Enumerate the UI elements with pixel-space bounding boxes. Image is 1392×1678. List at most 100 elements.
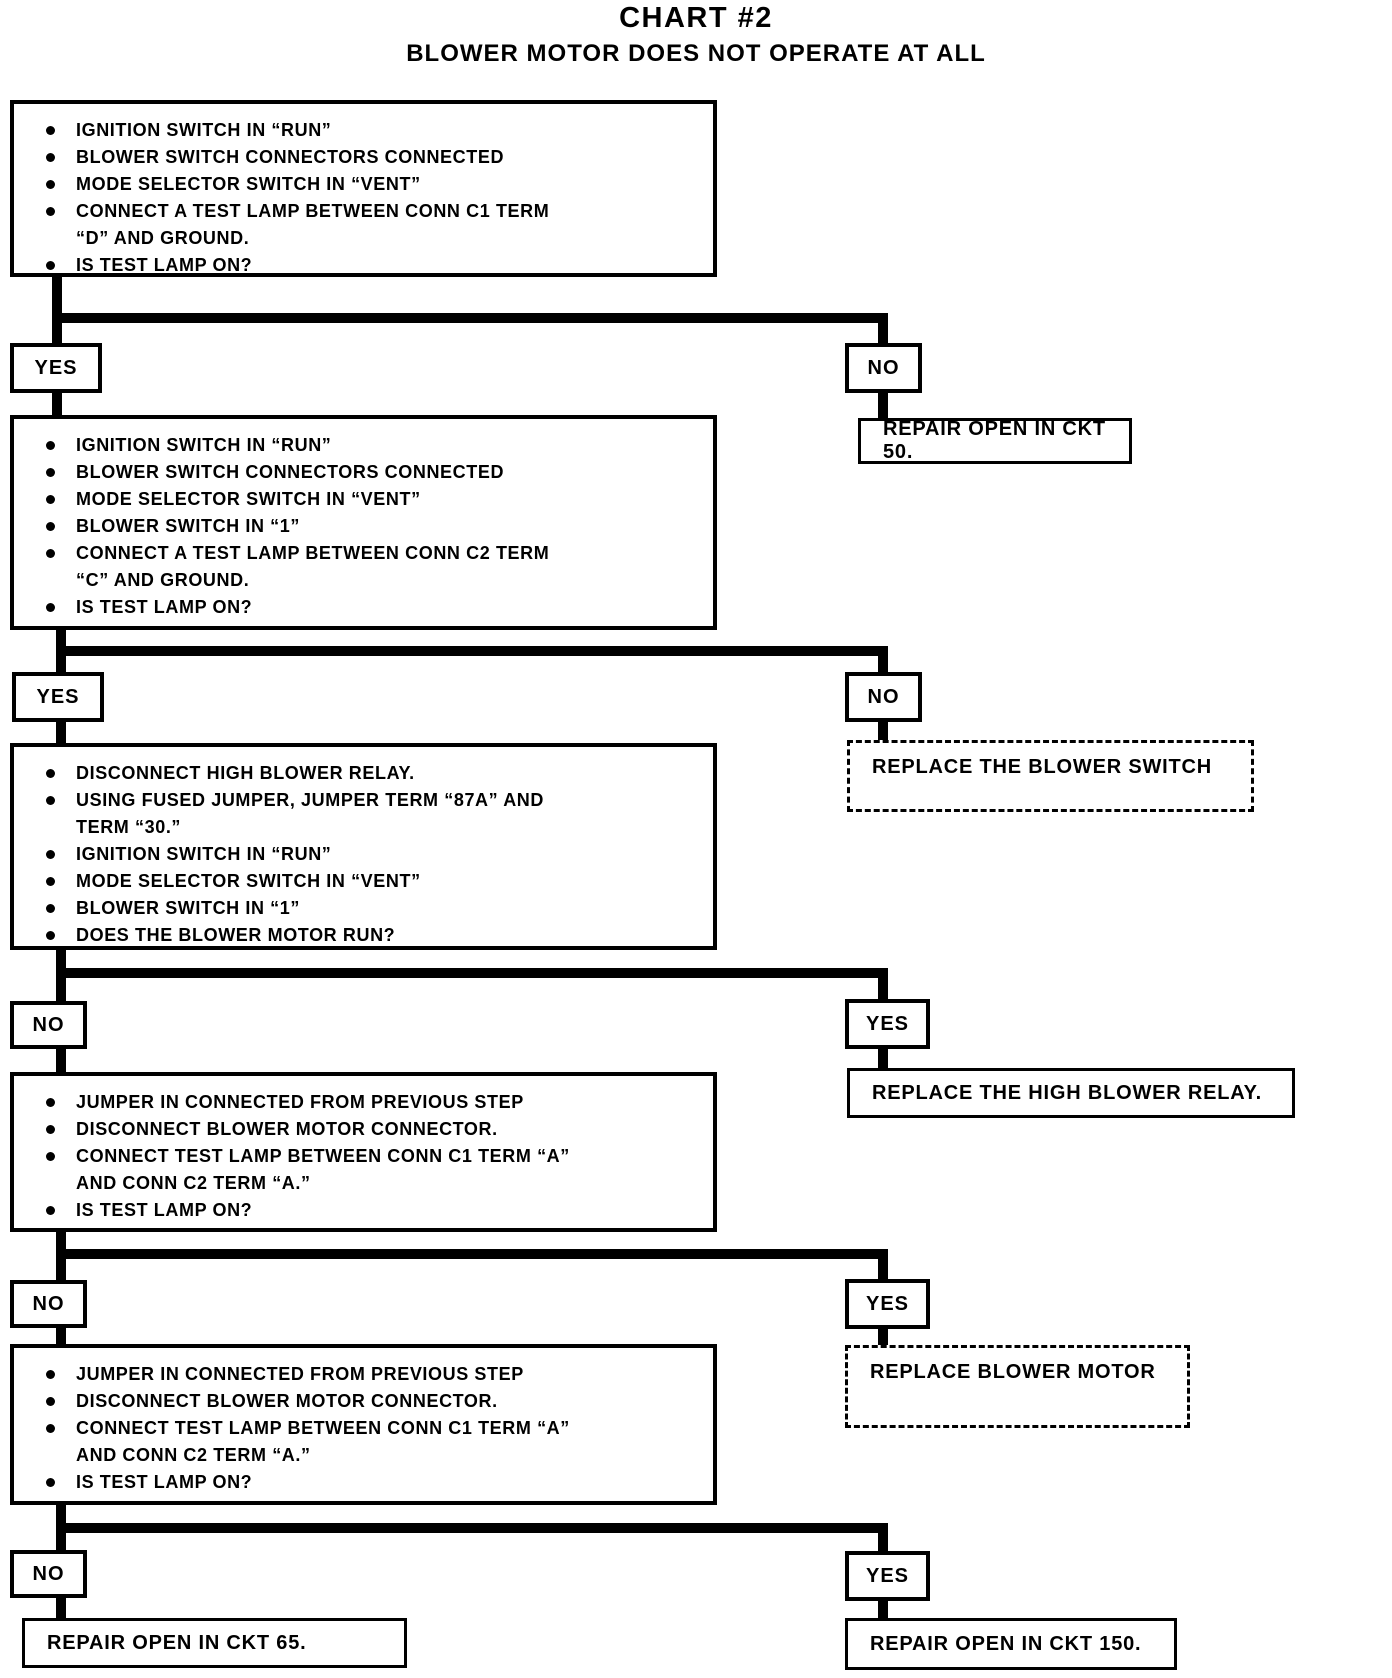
bullet-line: CONNECT TEST LAMP BETWEEN CONN C1 TERM “… — [76, 1146, 570, 1166]
branch-label-no: NO — [10, 1001, 87, 1049]
bullet-item: IGNITION SWITCH IN “RUN” — [14, 432, 697, 459]
bullet-line: USING FUSED JUMPER, JUMPER TERM “87A” AN… — [76, 790, 544, 810]
condition-box-5: JUMPER IN CONNECTED FROM PREVIOUS STEP D… — [10, 1344, 717, 1505]
bullet-item: BLOWER SWITCH CONNECTORS CONNECTED — [14, 459, 697, 486]
result-replace-blower-switch: REPLACE THE BLOWER SWITCH — [847, 740, 1254, 812]
connector-stub — [56, 1327, 66, 1345]
condition-box-4: JUMPER IN CONNECTED FROM PREVIOUS STEP D… — [10, 1072, 717, 1232]
bullet-line: IS TEST LAMP ON? — [76, 1472, 253, 1492]
bullet-line: IS TEST LAMP ON? — [76, 1200, 253, 1220]
connector-stub — [878, 1259, 888, 1280]
connector-stub — [878, 1328, 888, 1346]
branch-label-no: NO — [845, 343, 922, 393]
connector-stub — [878, 1048, 888, 1069]
bullet-dot — [46, 207, 55, 216]
bullet-dot — [46, 603, 55, 612]
condition-box-1: IGNITION SWITCH IN “RUN” BLOWER SWITCH C… — [10, 100, 717, 277]
result-replace-high-blower-relay: REPLACE THE HIGH BLOWER RELAY. — [847, 1068, 1295, 1118]
bullet-item: MODE SELECTOR SWITCH IN “VENT” — [14, 868, 697, 895]
bullet-dot — [46, 1370, 55, 1379]
condition-box-3: DISCONNECT HIGH BLOWER RELAY. USING FUSE… — [10, 743, 717, 950]
bullet-dot — [46, 1397, 55, 1406]
bullet-item: DISCONNECT BLOWER MOTOR CONNECTOR. — [14, 1116, 697, 1143]
bullet-line: “D” AND GROUND. — [76, 228, 250, 248]
bullet-item: IS TEST LAMP ON? — [14, 252, 697, 279]
branch-label-no: NO — [845, 672, 922, 722]
bullet-line: AND CONN C2 TERM “A.” — [76, 1445, 311, 1465]
connector-stub — [56, 720, 66, 744]
bullet-line: BLOWER SWITCH IN “1” — [76, 516, 300, 536]
branch-label-yes: YES — [845, 1551, 930, 1601]
bullet-line: DISCONNECT BLOWER MOTOR CONNECTOR. — [76, 1391, 498, 1411]
bullet-line: MODE SELECTOR SWITCH IN “VENT” — [76, 871, 421, 891]
bullet-line: “C” AND GROUND. — [76, 570, 250, 590]
connector-stub — [878, 656, 888, 674]
bullet-item: JUMPER IN CONNECTED FROM PREVIOUS STEP — [14, 1361, 697, 1388]
bullet-dot — [46, 931, 55, 940]
condition-box-2: IGNITION SWITCH IN “RUN” BLOWER SWITCH C… — [10, 415, 717, 630]
bullet-dot — [46, 495, 55, 504]
bullet-line: AND CONN C2 TERM “A.” — [76, 1173, 311, 1193]
bullet-line: IGNITION SWITCH IN “RUN” — [76, 435, 332, 455]
bullet-line: DISCONNECT BLOWER MOTOR CONNECTOR. — [76, 1119, 498, 1139]
bullet-dot — [46, 441, 55, 450]
bullet-dot — [46, 261, 55, 270]
bullet-line: DOES THE BLOWER MOTOR RUN? — [76, 925, 396, 945]
connector-bar — [56, 646, 888, 656]
bullet-line: MODE SELECTOR SWITCH IN “VENT” — [76, 489, 421, 509]
connector-stub — [56, 1597, 66, 1619]
connector-bar — [56, 1249, 888, 1259]
bullet-line: CONNECT TEST LAMP BETWEEN CONN C1 TERM “… — [76, 1418, 570, 1438]
branch-label-no: NO — [10, 1280, 87, 1328]
bullet-dot — [46, 1152, 55, 1161]
bullet-dot — [46, 153, 55, 162]
bullet-item: DISCONNECT BLOWER MOTOR CONNECTOR. — [14, 1388, 697, 1415]
bullet-line: JUMPER IN CONNECTED FROM PREVIOUS STEP — [76, 1364, 524, 1384]
bullet-line: IS TEST LAMP ON? — [76, 255, 253, 275]
connector-stub — [878, 391, 888, 420]
bullet-item: MODE SELECTOR SWITCH IN “VENT” — [14, 171, 697, 198]
bullet-line: JUMPER IN CONNECTED FROM PREVIOUS STEP — [76, 1092, 524, 1112]
bullet-item: BLOWER SWITCH CONNECTORS CONNECTED — [14, 144, 697, 171]
bullet-item: IGNITION SWITCH IN “RUN” — [14, 117, 697, 144]
bullet-item: IS TEST LAMP ON? — [14, 1197, 697, 1224]
bullet-item: BLOWER SWITCH IN “1” — [14, 513, 697, 540]
bullet-dot — [46, 1125, 55, 1134]
bullet-dot — [46, 522, 55, 531]
bullet-line: IGNITION SWITCH IN “RUN” — [76, 844, 332, 864]
connector-bar — [56, 1523, 888, 1533]
bullet-item: JUMPER IN CONNECTED FROM PREVIOUS STEP — [14, 1089, 697, 1116]
bullet-dot — [46, 904, 55, 913]
branch-label-yes: YES — [10, 343, 102, 393]
bullet-line: BLOWER SWITCH CONNECTORS CONNECTED — [76, 462, 505, 482]
bullet-dot — [46, 126, 55, 135]
bullet-item: DOES THE BLOWER MOTOR RUN? — [14, 922, 697, 949]
bullet-dot — [46, 1206, 55, 1215]
bullet-item: CONNECT A TEST LAMP BETWEEN CONN C2 TERM… — [14, 540, 697, 594]
bullet-item: IGNITION SWITCH IN “RUN” — [14, 841, 697, 868]
bullet-item: CONNECT A TEST LAMP BETWEEN CONN C1 TERM… — [14, 198, 697, 252]
bullet-line: DISCONNECT HIGH BLOWER RELAY. — [76, 763, 415, 783]
branch-label-no: NO — [10, 1550, 87, 1598]
bullet-line: TERM “30.” — [76, 817, 182, 837]
branch-label-yes: YES — [12, 672, 104, 722]
connector-stub — [52, 391, 62, 417]
bullet-line: BLOWER SWITCH IN “1” — [76, 898, 300, 918]
result-replace-blower-motor: REPLACE BLOWER MOTOR — [845, 1345, 1190, 1428]
connector-stub — [52, 277, 62, 345]
bullet-line: CONNECT A TEST LAMP BETWEEN CONN C2 TERM — [76, 543, 550, 563]
bullet-item: CONNECT TEST LAMP BETWEEN CONN C1 TERM “… — [14, 1143, 697, 1197]
branch-label-yes: YES — [845, 1279, 930, 1329]
connector-bar — [56, 968, 888, 978]
branch-label-yes: YES — [845, 999, 930, 1049]
bullet-line: BLOWER SWITCH CONNECTORS CONNECTED — [76, 147, 505, 167]
bullet-line: IS TEST LAMP ON? — [76, 597, 253, 617]
connector-stub — [56, 1048, 66, 1073]
connector-stub — [878, 1533, 888, 1552]
bullet-dot — [46, 1478, 55, 1487]
bullet-item: MODE SELECTOR SWITCH IN “VENT” — [14, 486, 697, 513]
bullet-dot — [46, 877, 55, 886]
chart-subtitle: BLOWER MOTOR DOES NOT OPERATE AT ALL — [406, 40, 986, 67]
connector-stub — [878, 1600, 888, 1619]
